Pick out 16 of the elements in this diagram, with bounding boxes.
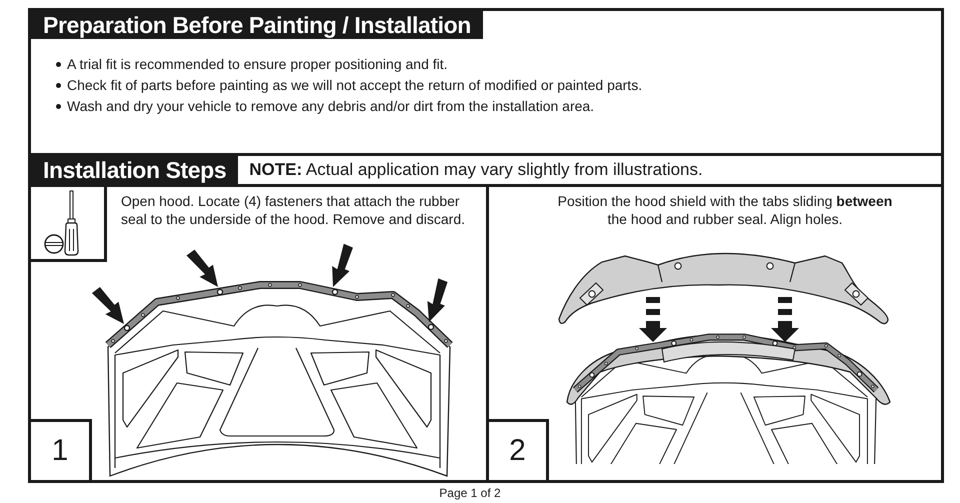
bullet-item: A trial fit is recommended to ensure proper positioning and fit.: [55, 54, 448, 75]
bullet-item: Wash and dry your vehicle to remove any debris and/or dirt from the installation area.: [55, 96, 594, 117]
section-panel: [28, 8, 944, 156]
step-instruction: Open hood. Locate (4) fasteners that attach the rubber seal to the underside of the hood. Remove and discard.: [121, 192, 466, 228]
step-number: 2: [486, 419, 549, 483]
step-number: 1: [28, 419, 92, 483]
bullet-item: Check fit of parts before painting as we will not accept the return of modified or painted parts.: [55, 75, 642, 96]
step-panel: [486, 184, 944, 483]
step-instruction: Position the hood shield with the tabs sliding between the hood and rubber seal. Align holes.: [556, 192, 894, 228]
page-number: Page 1 of 2: [439, 486, 501, 500]
note-text: NOTE: Actual application may vary slightly from illustrations.: [249, 160, 703, 180]
tool-frame: [28, 184, 107, 262]
section-heading: Installation Steps: [31, 156, 238, 184]
section-heading: Preparation Before Painting / Installation: [31, 11, 483, 39]
section-panel: [28, 153, 944, 483]
step-panel: [28, 184, 489, 483]
